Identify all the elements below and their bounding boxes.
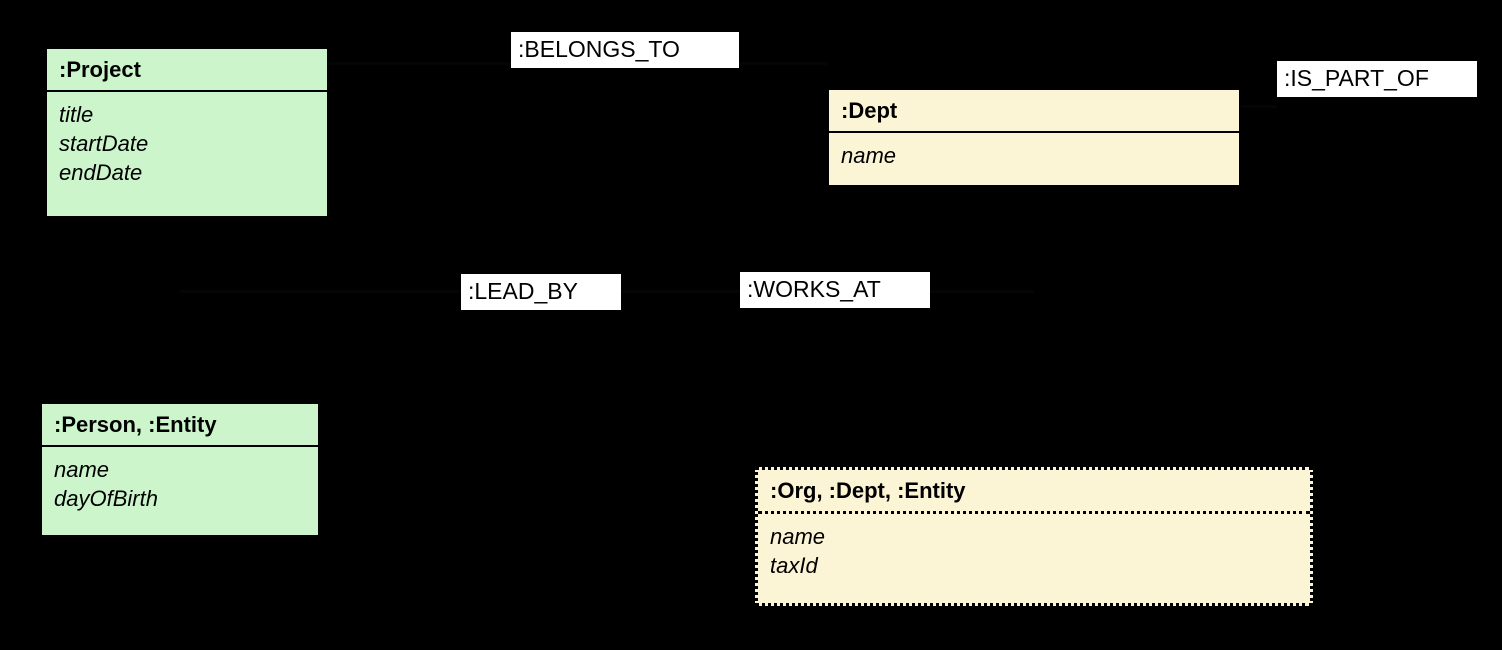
node-dept-properties: name xyxy=(829,133,1239,185)
edge-label-belongs-to[interactable]: :BELONGS_TO xyxy=(511,32,739,68)
edge-stroke-belongs-to xyxy=(329,62,511,65)
node-person-entity-title: :Person, :Entity xyxy=(42,404,318,447)
property-item: dayOfBirth xyxy=(54,486,158,512)
property-item: taxId xyxy=(770,553,818,579)
property-item: startDate xyxy=(59,131,149,157)
node-org-dept-entity-properties: name taxId xyxy=(758,514,1310,603)
node-person-entity[interactable]: :Person, :Entity name dayOfBirth xyxy=(40,402,320,537)
node-person-entity-properties: name dayOfBirth xyxy=(42,447,318,535)
property-item: title xyxy=(59,102,94,127)
node-project-title: :Project xyxy=(47,49,327,92)
property-item: name xyxy=(841,143,897,168)
edge-stroke-works-at-down xyxy=(930,290,1034,293)
node-dept-title: :Dept xyxy=(829,90,1239,133)
node-org-dept-entity-title: :Org, :Dept, :Entity xyxy=(758,470,1310,514)
property-item: name xyxy=(770,524,826,549)
node-project-properties: title startDate endDate xyxy=(47,92,327,216)
edge-stroke-is-part-of xyxy=(1241,105,1277,108)
node-project[interactable]: :Project title startDate endDate xyxy=(45,47,329,218)
property-item: name xyxy=(54,457,110,482)
edge-stroke-works-at xyxy=(621,290,740,293)
node-dept[interactable]: :Dept name xyxy=(827,88,1241,187)
edge-stroke-lead-by xyxy=(180,290,461,293)
edge-label-is-part-of[interactable]: :IS_PART_OF xyxy=(1277,61,1477,97)
edge-stroke-belongs-to-arrow xyxy=(739,62,827,65)
edge-label-works-at[interactable]: :WORKS_AT xyxy=(740,272,930,308)
edge-label-lead-by[interactable]: :LEAD_BY xyxy=(461,274,621,310)
property-item: endDate xyxy=(59,160,143,186)
node-org-dept-entity[interactable]: :Org, :Dept, :Entity name taxId xyxy=(755,467,1313,606)
